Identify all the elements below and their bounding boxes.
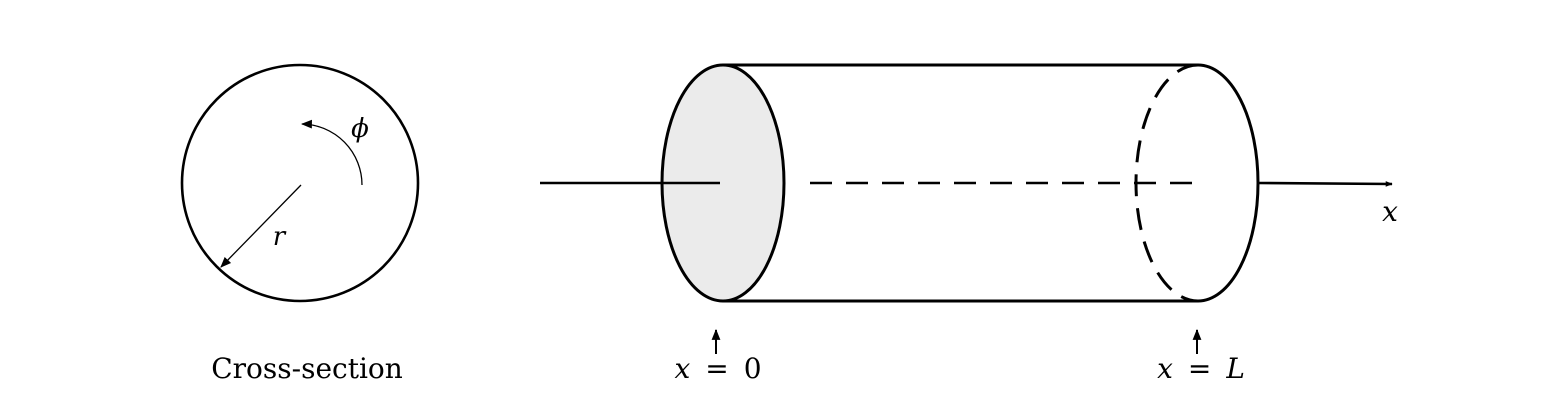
marker-label-x0: x = 0	[674, 352, 761, 385]
axis-label: x	[1382, 195, 1398, 228]
axis-right-arrow	[1257, 181, 1393, 187]
angle-label: ϕ	[351, 114, 369, 144]
marker-label-xL: x = L	[1157, 352, 1245, 385]
cylinder-group: x x = 0 x = L	[540, 63, 1398, 385]
cross-section-caption: Cross-section	[211, 352, 403, 385]
radius-arrow	[220, 184, 302, 268]
angle-arc-arrow	[300, 119, 363, 186]
radius-label: r	[273, 222, 287, 252]
cross-section-group: r ϕ Cross-section	[180, 63, 420, 385]
end-face-xL-visible	[1197, 63, 1260, 303]
cross-section-circle	[180, 63, 420, 303]
